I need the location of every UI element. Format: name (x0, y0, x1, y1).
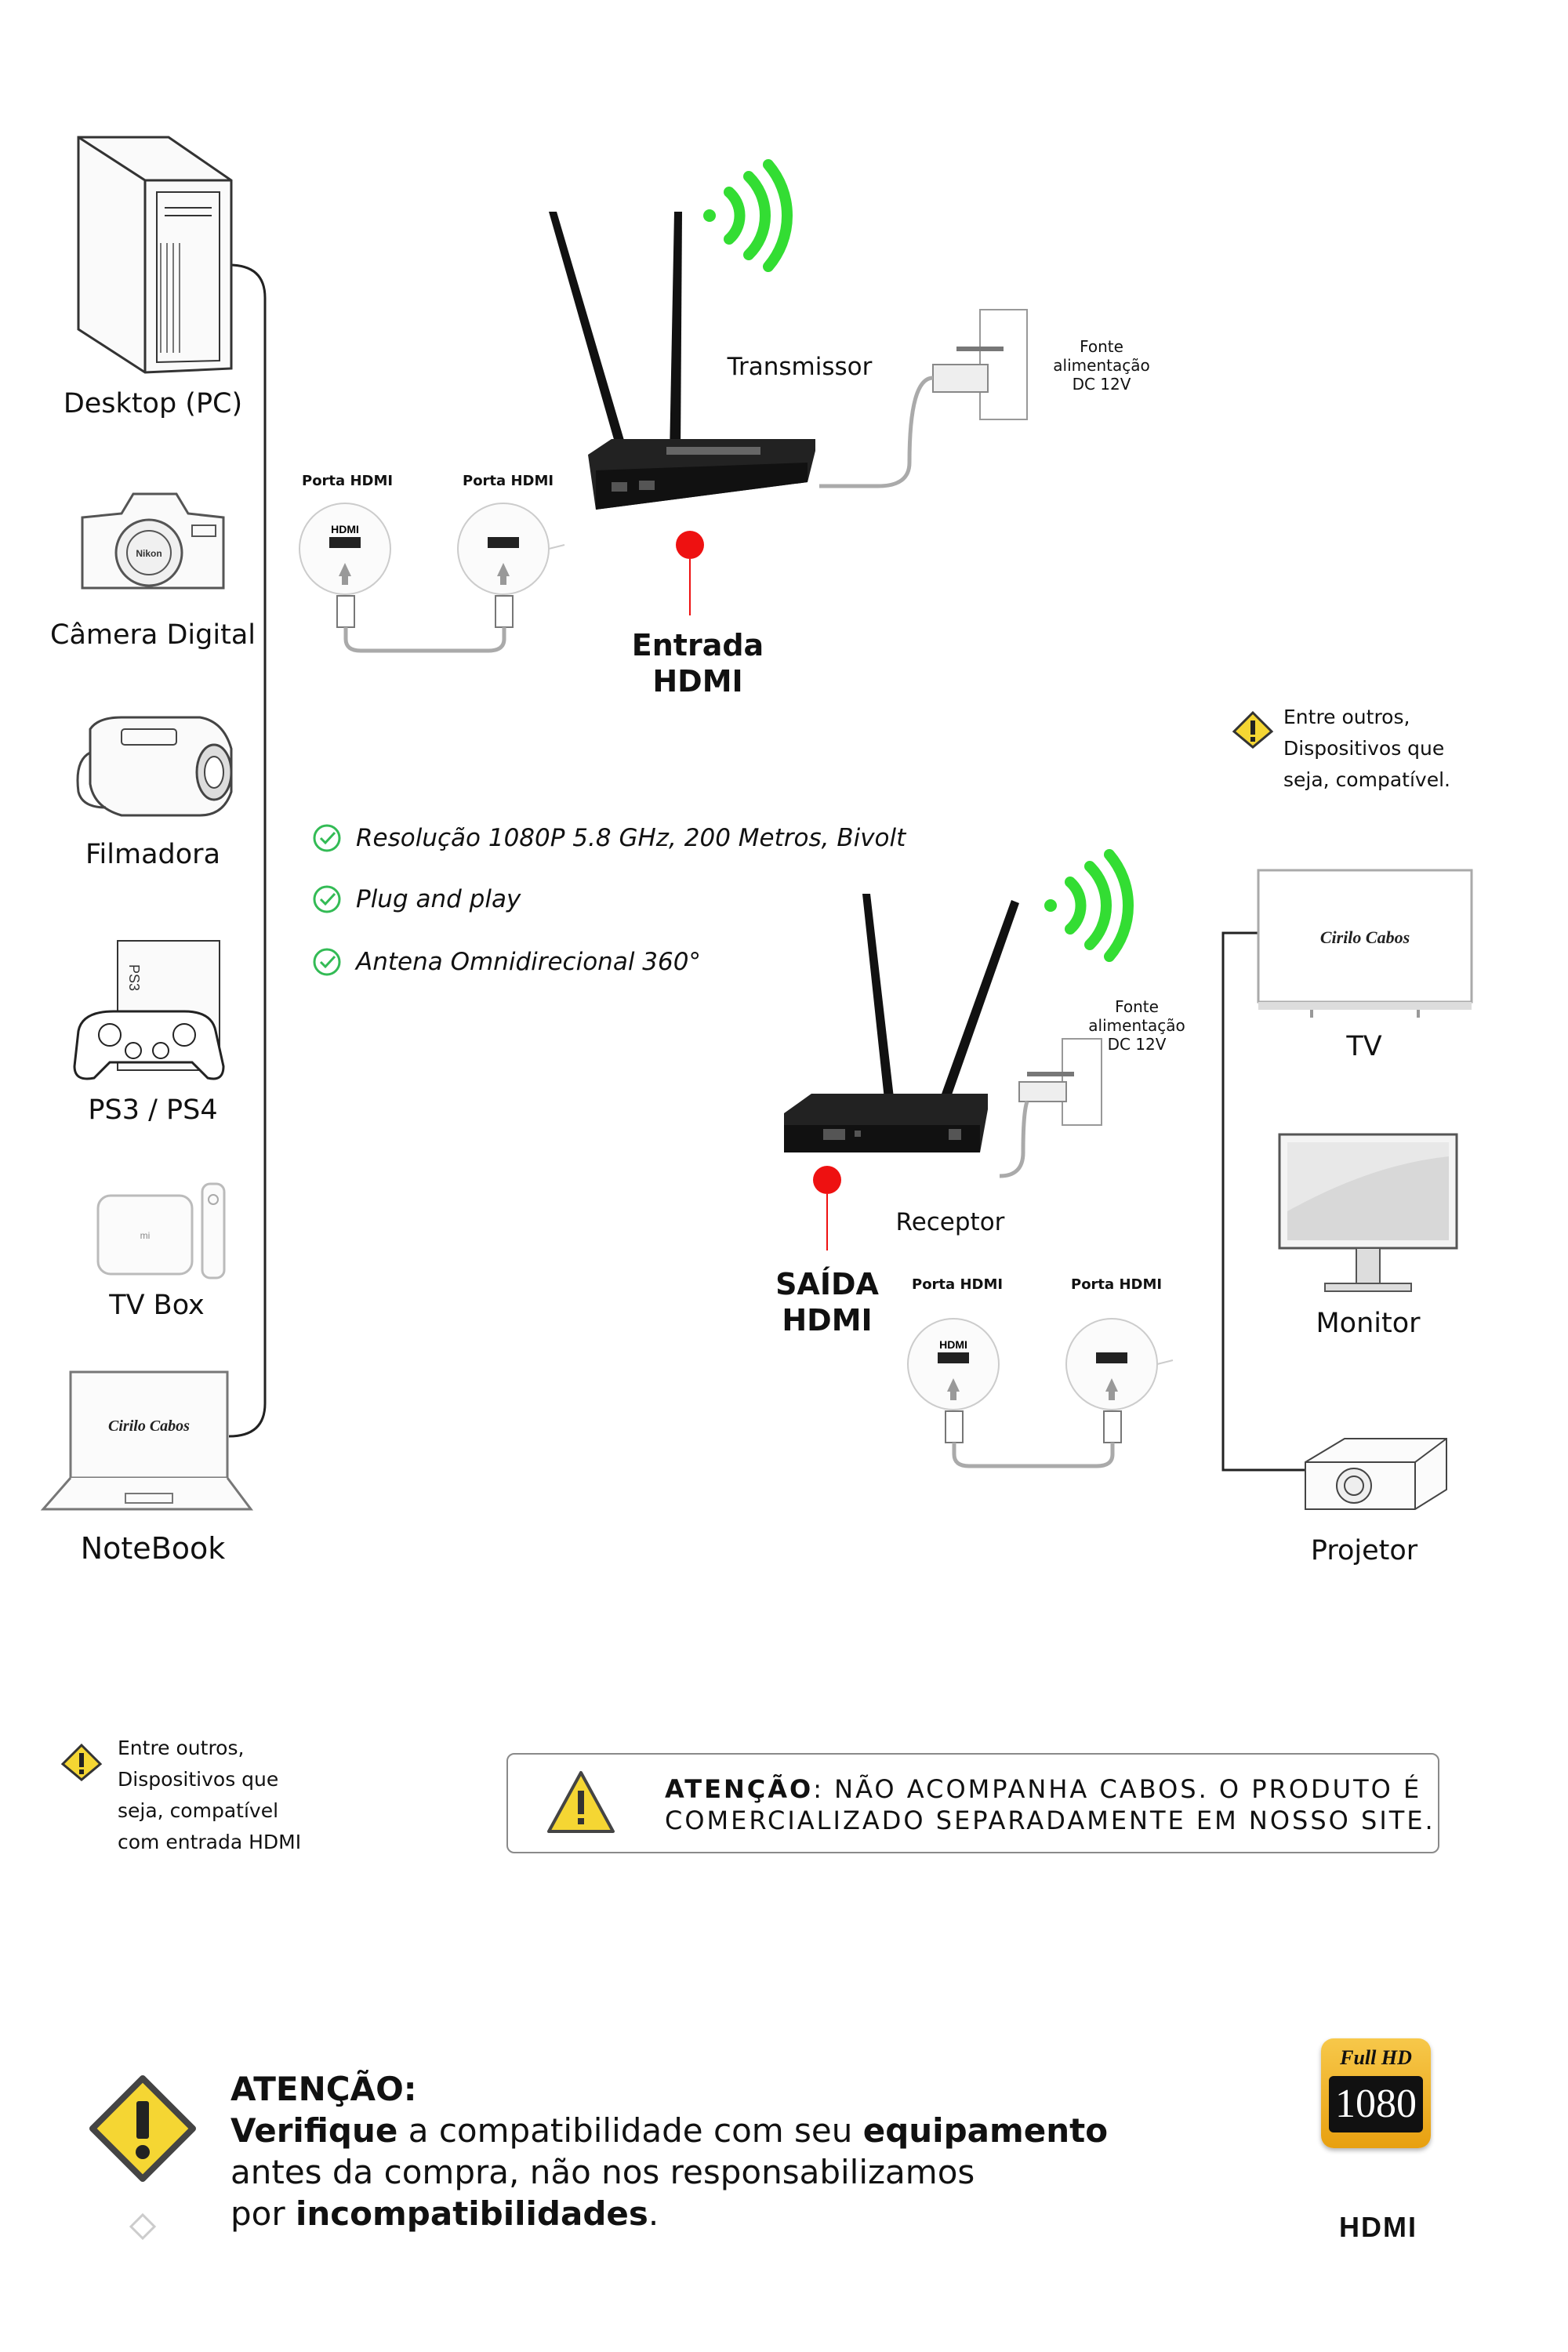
tv-box-icon: mi (96, 1182, 226, 1279)
power-line-1: Fonte (1115, 997, 1159, 1016)
source-label-camera: Câmera Digital (50, 619, 256, 651)
transmitter-port-right-label: Porta HDMI (463, 473, 554, 489)
bottom-attention-title: ATENÇÃO: (230, 2070, 417, 2108)
bottom-bold-incompat: incompatibilidades (295, 2194, 648, 2233)
receiver-power-text: Fonte alimentação DC 12V (1074, 997, 1200, 1054)
bottom-line-1: Verifique a compatibilidade com seu equi… (230, 2111, 1108, 2150)
warning-icon-small-right (1232, 710, 1274, 749)
output-hdmi-label: SAÍDA HDMI (749, 1266, 906, 1338)
fullhd-logo: Full HD 1080 (1321, 2038, 1431, 2148)
receiver-label: Receptor (895, 1208, 1005, 1236)
cable-warning-line-2: COMERCIALIZADO SEPARADAMENTE EM NOSSO SI… (665, 1806, 1436, 1835)
receiver-hdmi-cable: HDMI (907, 1318, 1174, 1468)
feature-item: Plug and play (312, 884, 521, 914)
note-left-line-3: seja, compatível (118, 1799, 279, 1822)
warning-diamond-icon (89, 2075, 196, 2182)
note-left-line-1: Entre outros, (118, 1737, 245, 1759)
svg-text:Cirilo Cabos: Cirilo Cabos (1320, 927, 1410, 947)
check-icon (313, 948, 341, 976)
input-label-line-1: Entrada (631, 628, 764, 662)
warning-triangle-icon (547, 1771, 615, 1833)
cable-warning-text: ATENÇÃO: NÃO ACOMPANHA CABOS. O PRODUTO … (665, 1773, 1436, 1836)
power-line-3: DC 12V (1072, 375, 1131, 394)
receiver-port-left-label: Porta HDMI (912, 1276, 1004, 1293)
gamepad-icon: PS3 (73, 940, 225, 1080)
svg-text:HDMI: HDMI (331, 523, 359, 535)
camera-icon: Nikon (81, 492, 225, 590)
cable-warning-box: ATENÇÃO: NÃO ACOMPANHA CABOS. O PRODUTO … (506, 1753, 1439, 1853)
input-label-line-2: HDMI (652, 664, 743, 699)
output-marker-dot (813, 1166, 841, 1250)
feature-item: Antena Omnidirecional 360° (312, 947, 701, 977)
hdmi-logo: HDMI (1339, 2211, 1417, 2243)
check-icon (313, 824, 341, 852)
receiver-device (784, 894, 1019, 1152)
transmitter-label: Transmissor (727, 353, 873, 381)
source-label-tvbox: TV Box (109, 1290, 205, 1321)
display-label-tv: TV (1346, 1031, 1382, 1062)
power-line-2: alimentação (1088, 1016, 1185, 1035)
cable-warning-bold: ATENÇÃO (665, 1774, 814, 1804)
source-label-notebook: NoteBook (80, 1531, 226, 1566)
monitor-icon (1278, 1133, 1458, 1292)
note-right-line-1: Entre outros, (1283, 706, 1410, 728)
feature-text: Resolução 1080P 5.8 GHz, 200 Metros, Biv… (356, 824, 906, 852)
desktop-pc-icon (77, 136, 233, 374)
input-marker-dot (676, 531, 704, 615)
transmitter-power-text: Fonte alimentação DC 12V (1039, 337, 1164, 394)
bottom-bold-equipamento: equipamento (862, 2111, 1109, 2150)
transmitter-hdmi-cable: HDMI (299, 503, 565, 653)
note-right: Entre outros, Dispositivos que seja, com… (1283, 702, 1450, 796)
fullhd-logo-top: Full HD (1340, 2046, 1412, 2069)
bottom-text-3: por (230, 2194, 296, 2233)
power-line-2: alimentação (1053, 356, 1150, 375)
svg-text:HDMI: HDMI (939, 1338, 967, 1351)
svg-text:Cirilo Cabos: Cirilo Cabos (108, 1417, 190, 1435)
note-right-line-3: seja, compatível. (1283, 768, 1450, 791)
note-left-line-4: com entrada HDMI (118, 1831, 302, 1853)
output-label-line-1: SAÍDA (775, 1267, 879, 1301)
receiver-port-right-label: Porta HDMI (1071, 1276, 1163, 1293)
cable-warning-line-1: : NÃO ACOMPANHA CABOS. O PRODUTO É (813, 1774, 1422, 1804)
transmitter-power-cable (819, 309, 1028, 488)
projector-icon (1305, 1438, 1447, 1510)
output-label-line-2: HDMI (782, 1303, 873, 1338)
input-hdmi-label: Entrada HDMI (619, 627, 776, 699)
transmitter-port-left-label: Porta HDMI (302, 473, 394, 489)
note-left: Entre outros, Dispositivos que seja, com… (118, 1733, 301, 1858)
bottom-line-3: por incompatibilidades. (230, 2194, 659, 2233)
svg-text:mi: mi (140, 1230, 151, 1241)
notebook-icon: Cirilo Cabos (40, 1370, 253, 1511)
transmitter-wifi-icon (703, 159, 793, 272)
warning-icon-small-left (60, 1743, 103, 1781)
display-label-monitor: Monitor (1316, 1308, 1421, 1339)
source-label-playstation: PS3 / PS4 (88, 1094, 218, 1126)
fullhd-logo-num: 1080 (1329, 2076, 1423, 2132)
receiver-wifi-icon (1044, 849, 1134, 962)
check-icon (313, 885, 341, 913)
feature-item: Resolução 1080P 5.8 GHz, 200 Metros, Biv… (312, 823, 906, 853)
svg-text:Nikon: Nikon (136, 548, 162, 559)
camcorder-icon (76, 716, 233, 817)
svg-text:PS3: PS3 (126, 964, 142, 991)
feature-text: Antena Omnidirecional 360° (356, 948, 701, 976)
bottom-text-end: . (648, 2194, 659, 2233)
brand-watermark-icon (129, 2212, 157, 2241)
note-right-line-2: Dispositivos que (1283, 737, 1445, 760)
note-left-line-2: Dispositivos que (118, 1768, 279, 1791)
source-label-camcorder: Filmadora (85, 839, 221, 870)
power-line-1: Fonte (1080, 337, 1123, 356)
tv-icon: Cirilo Cabos (1257, 869, 1473, 1018)
transmitter-device (549, 212, 815, 510)
bottom-bold-verifique: Verifique (230, 2111, 398, 2150)
bottom-text-1: a compatibilidade com seu (397, 2111, 863, 2150)
bottom-line-2: antes da compra, não nos responsabilizam… (230, 2153, 975, 2191)
receiver-power-cable (999, 1038, 1102, 1178)
power-line-3: DC 12V (1107, 1035, 1167, 1054)
source-label-desktop: Desktop (PC) (63, 388, 243, 419)
feature-text: Plug and play (356, 885, 521, 913)
display-label-projector: Projetor (1310, 1535, 1418, 1566)
